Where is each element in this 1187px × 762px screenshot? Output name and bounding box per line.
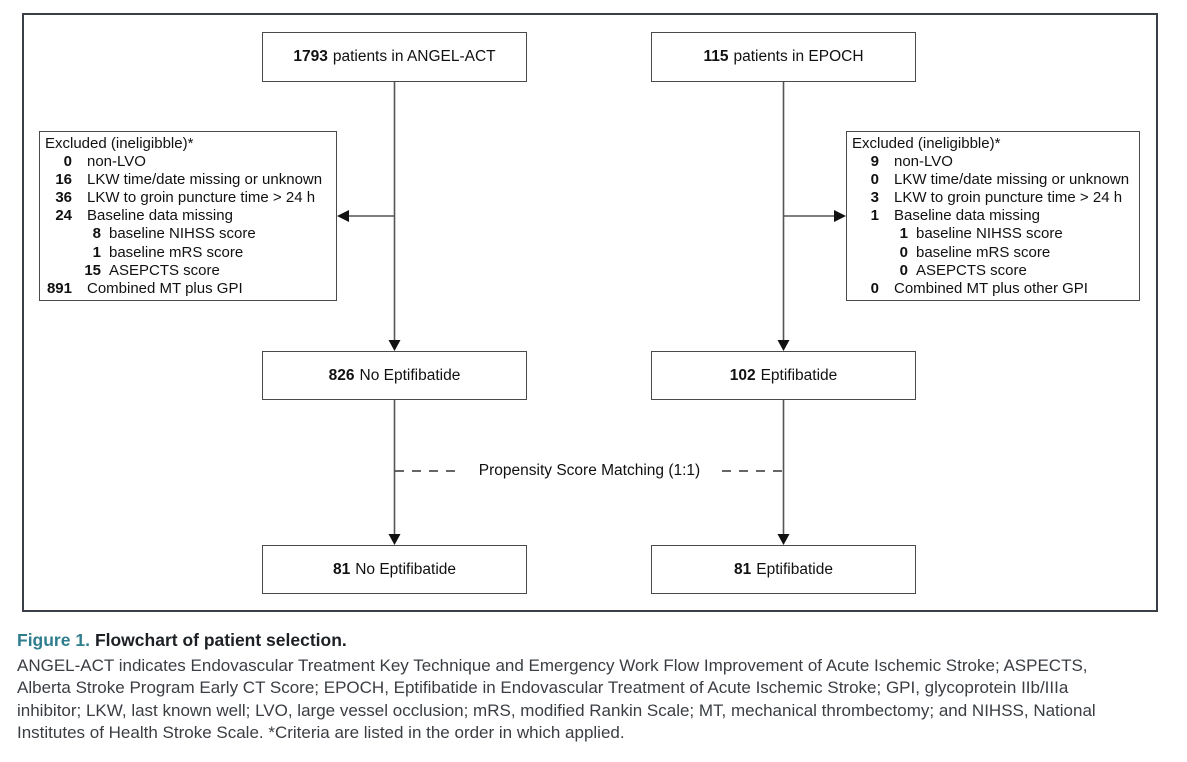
- excluded-title: Excluded (ineligibble)*: [852, 135, 1001, 152]
- arrow-down-bot-left-icon: [388, 534, 401, 545]
- figure-caption-body: ANGEL-ACT indicates Endovascular Treatme…: [17, 655, 1177, 745]
- caption-line: ANGEL-ACT indicates Endovascular Treatme…: [17, 656, 1088, 675]
- excluded-title: Excluded (ineligibble)*: [45, 135, 194, 152]
- caption-line: Alberta Stroke Program Early CT Score; E…: [17, 678, 1069, 698]
- box-label: No Eptifibatide: [355, 560, 457, 578]
- box-label: patients in ANGEL-ACT: [332, 48, 496, 65]
- arrow-left-excluded-icon: [337, 210, 349, 222]
- figure-caption-heading: Figure 1.Flowchart of patient selection.: [17, 630, 1177, 651]
- caption-line: inhibitor; LKW, last known well; LVO, la…: [17, 700, 1096, 720]
- patient-count: 826: [328, 366, 355, 384]
- box-label: patients in EPOCH: [733, 48, 864, 65]
- patient-count: 81: [734, 560, 752, 578]
- caption-line: Institutes of Health Stroke Scale. *Crit…: [17, 723, 625, 743]
- propensity-matching-label: Propensity Score Matching (1:1): [457, 462, 722, 480]
- patient-count: 115: [703, 48, 729, 65]
- arrow-down-mid-right-icon: [777, 340, 790, 351]
- patient-count: 81: [332, 560, 351, 578]
- box-label: Eptifibatide: [756, 560, 833, 578]
- figure-caption-label: Figure 1.: [17, 630, 90, 650]
- figure-caption-title: Flowchart of patient selection.: [94, 630, 347, 650]
- flowchart-frame: [22, 13, 1158, 612]
- arrow-down-bot-right-icon: [777, 534, 790, 545]
- box-label: Eptifibatide: [760, 366, 838, 384]
- patient-count: 102: [729, 366, 756, 384]
- figure-caption: Figure 1.Flowchart of patient selection.…: [17, 630, 1177, 745]
- arrow-down-mid-left-icon: [388, 340, 401, 351]
- patient-count: 1793: [293, 48, 328, 65]
- box-label: No Eptifibatide: [359, 366, 461, 384]
- flow-connectors: [337, 82, 846, 545]
- arrow-right-excluded-icon: [834, 210, 846, 222]
